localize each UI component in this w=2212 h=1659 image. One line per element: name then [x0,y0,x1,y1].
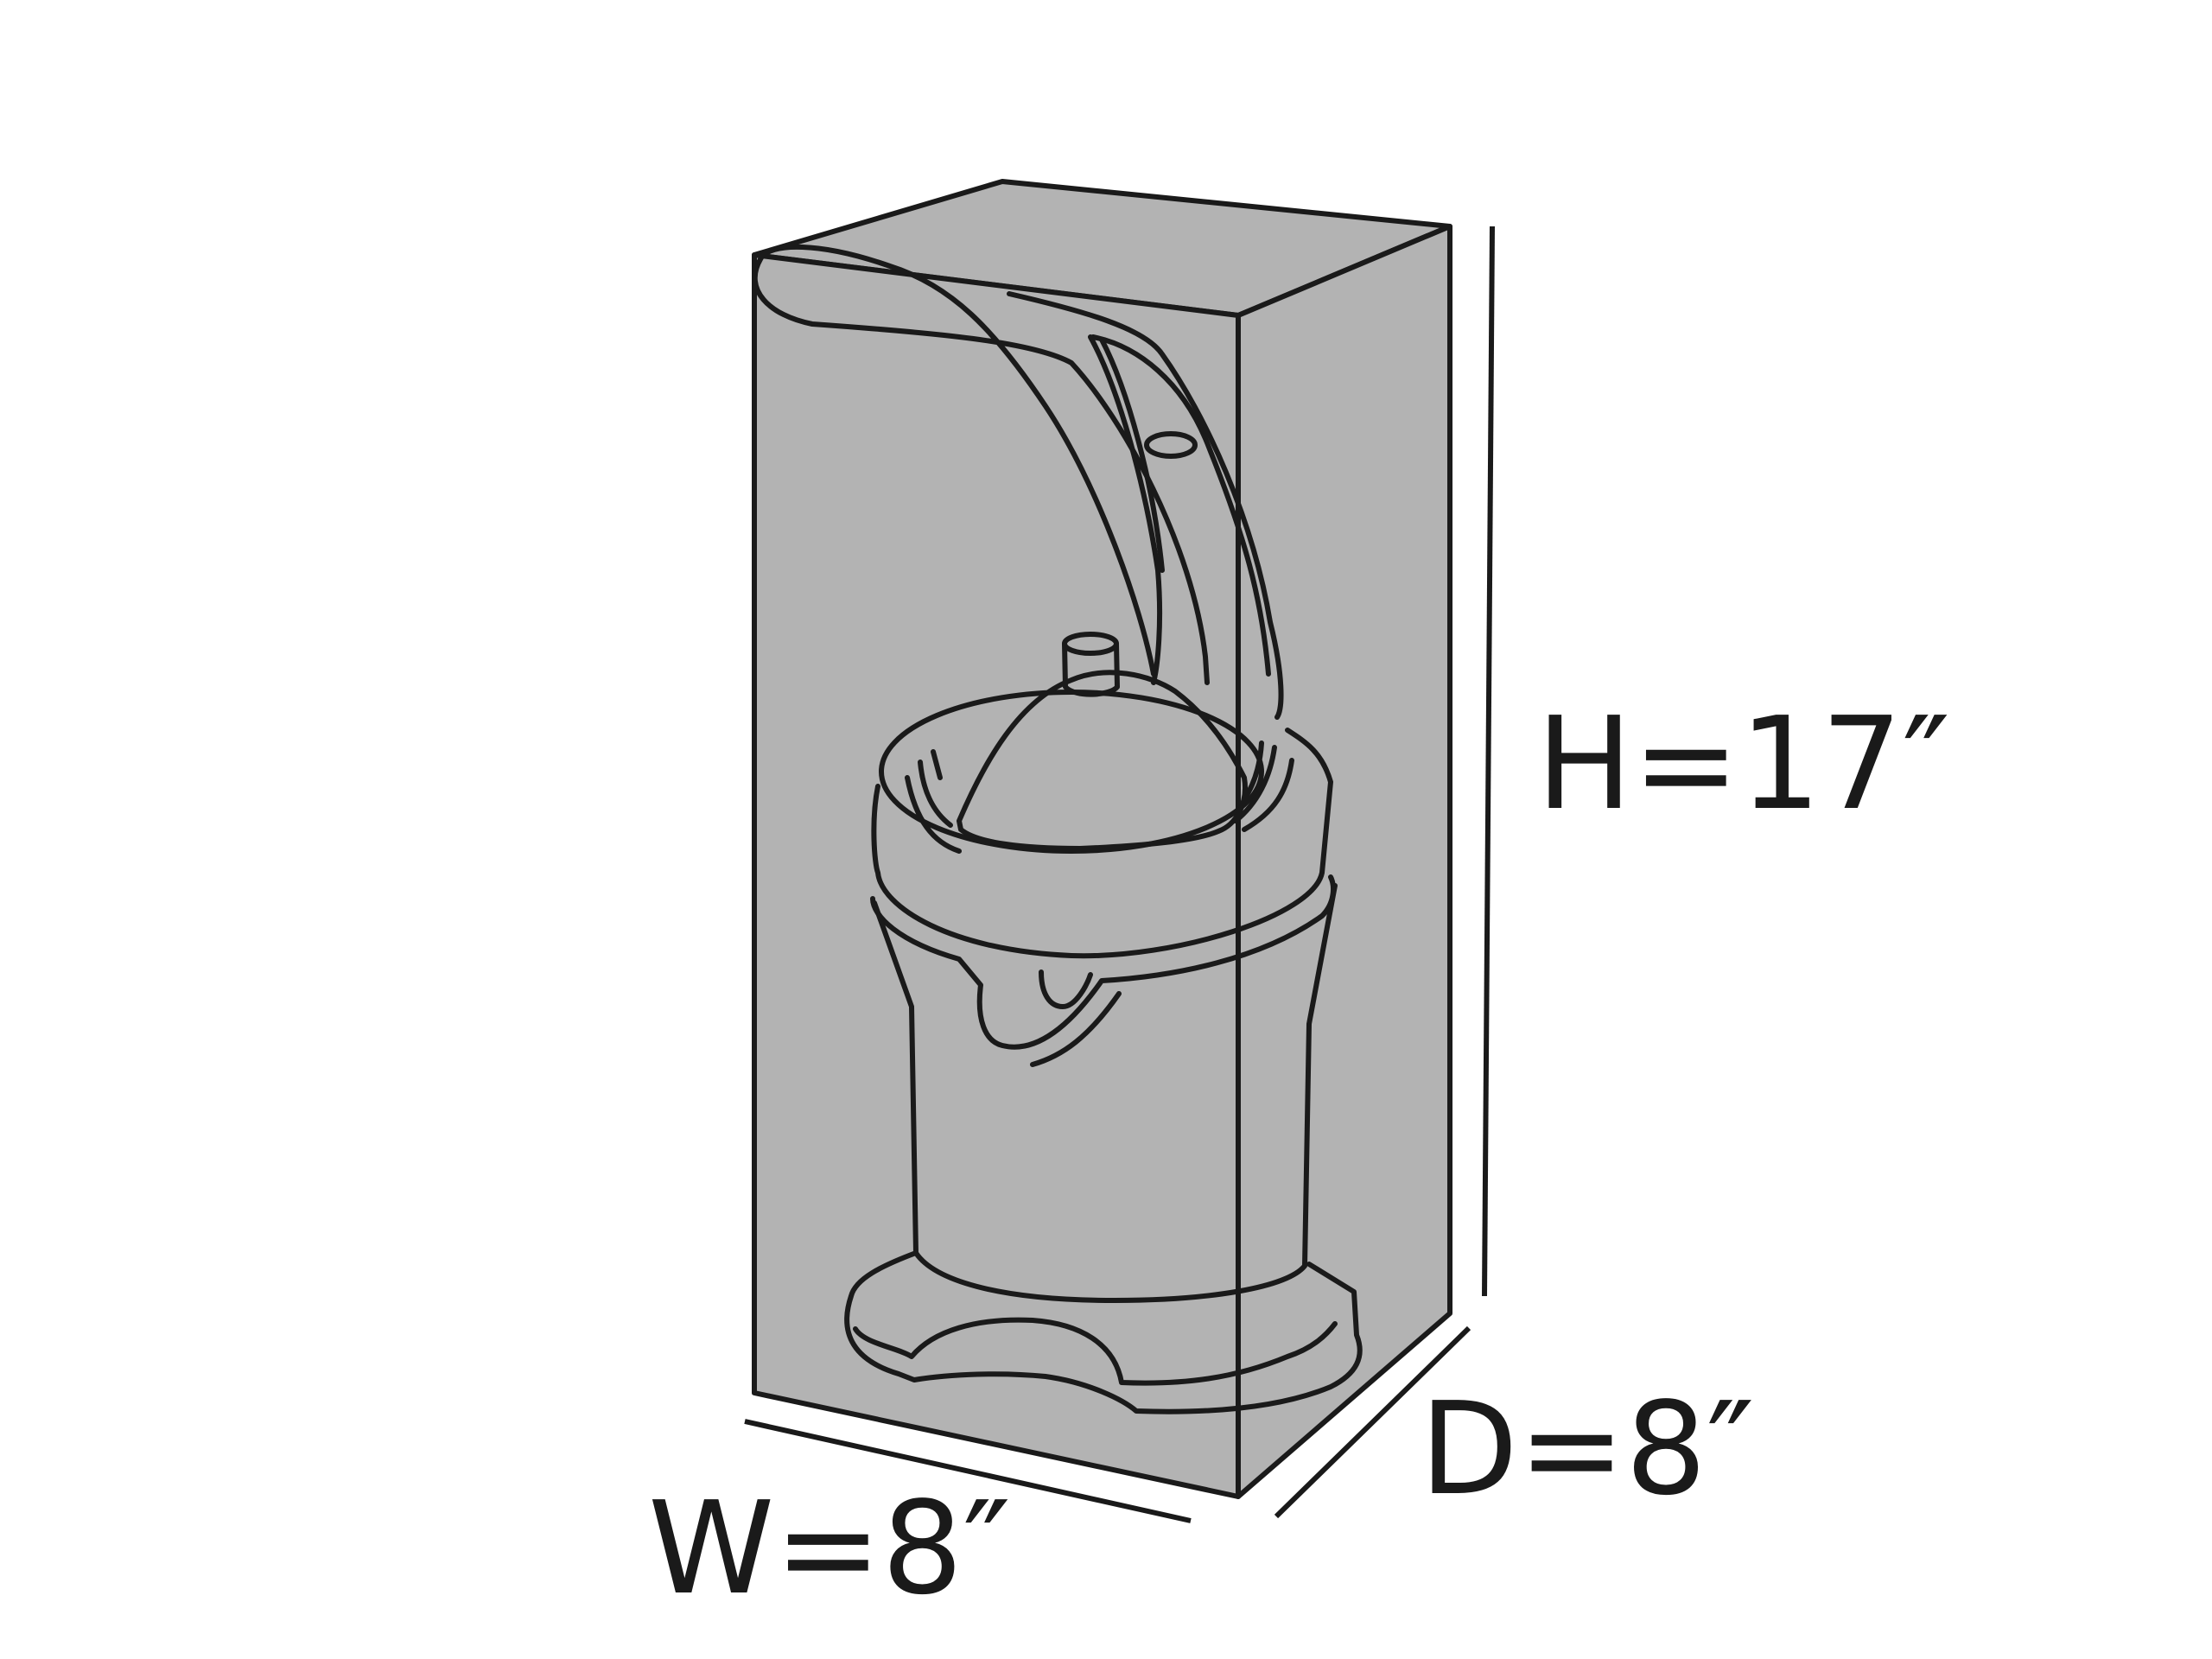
juicer-spout-lip [1030,991,1122,1067]
juicer-lever-handle [1090,334,1271,677]
juicer-pivot [1144,431,1198,459]
juicer-lever-inner [1007,291,1284,720]
juicer-reamer-ribs [905,741,1294,854]
juicer-base [844,1250,1363,1414]
juicer-body [872,883,1338,1303]
juicer-middle-band [870,874,1336,1050]
juicer-handle-bar-inner [1099,337,1165,573]
height-dimension-line [1482,226,1495,1297]
juicer-bowl-outer [871,728,1333,959]
juicer-base-groove [853,1317,1338,1386]
height-label: H=17″ [1536,690,1950,838]
width-label: W=8″ [648,1474,1011,1623]
juicer-lever-arm [752,244,1210,685]
citrus-juicer-icon [752,244,1363,1414]
cover-side-face [1236,224,1452,1499]
depth-label: D=8″ [1420,1375,1754,1523]
juicer-handle-bar [1088,334,1163,685]
cover-box [752,179,1452,1499]
depth-dimension-line [1274,1325,1471,1519]
juicer-cone-cap [1062,641,1120,697]
width-dimension-line [744,1419,1192,1523]
juicer-spout [1039,969,1093,1009]
dimension-lines [744,226,1495,1523]
cover-front-face [752,252,1241,1499]
juicer-reamer-cone [957,670,1248,851]
